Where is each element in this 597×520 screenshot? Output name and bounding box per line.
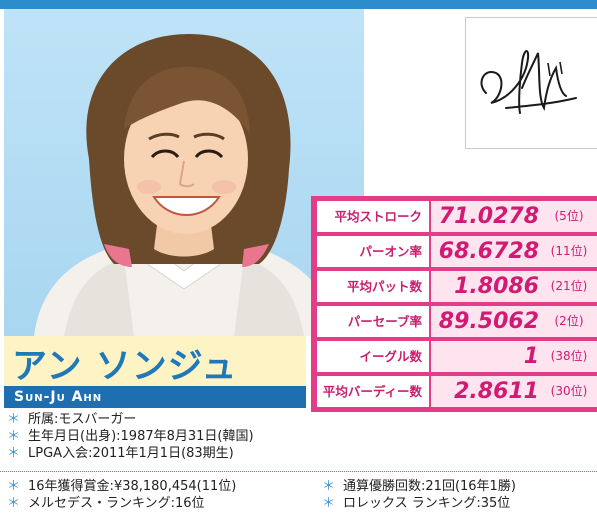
- info-text: 生年月日(出身):1987年8月31日(韓国): [28, 429, 254, 444]
- player-name-english-bar: Sun-Ju Ahn: [4, 386, 306, 408]
- stat-value-area: 89.5062 (2位): [431, 306, 597, 337]
- info-text: LPGA入会:2011年1月1日(83期生): [28, 446, 234, 461]
- info-birth: ＊ 生年月日(出身):1987年8月31日(韓国): [7, 428, 254, 445]
- stat-value: 2.8611: [454, 379, 539, 404]
- info-text: ロレックス ランキング:35位: [343, 496, 511, 511]
- player-name-english: Sun-Ju Ahn: [14, 389, 103, 405]
- stat-value: 1: [523, 344, 539, 369]
- player-photo: [4, 9, 364, 336]
- asterisk-icon: ＊: [322, 479, 336, 494]
- stat-row: パーオン率 68.6728 (11位): [317, 236, 597, 267]
- stat-value: 71.0278: [438, 204, 539, 229]
- stat-value-area: 1.8086 (21位): [431, 271, 597, 302]
- info-text: 所属:モスバーガー: [28, 412, 137, 427]
- asterisk-icon: ＊: [7, 479, 21, 494]
- info-text: メルセデス・ランキング:16位: [28, 496, 205, 511]
- player-name-japanese: アン ソンジュ: [12, 347, 238, 387]
- stat-row: イーグル数 1 (38位): [317, 341, 597, 372]
- stat-rank: (38位): [550, 349, 588, 363]
- info-lpga: ＊ LPGA入会:2011年1月1日(83期生): [7, 445, 234, 462]
- stat-label: イーグル数: [317, 341, 429, 372]
- stat-rank: (11位): [550, 244, 588, 258]
- stat-value-area: 68.6728 (11位): [431, 236, 597, 267]
- stat-value-area: 71.0278 (5位): [431, 201, 597, 232]
- asterisk-icon: ＊: [322, 496, 336, 511]
- stat-row: 平均パット数 1.8086 (21位): [317, 271, 597, 302]
- stat-row: 平均ストローク 71.0278 (5位): [317, 201, 597, 232]
- asterisk-icon: ＊: [7, 412, 21, 427]
- info-prize: ＊ 16年獲得賞金:¥38,180,454(11位): [7, 478, 236, 495]
- top-accent-bar: [0, 0, 597, 9]
- stat-label: 平均パット数: [317, 271, 429, 302]
- asterisk-icon: ＊: [7, 446, 21, 461]
- info-rolex: ＊ ロレックス ランキング:35位: [322, 495, 510, 512]
- stat-row: パーセーブ率 89.5062 (2位): [317, 306, 597, 337]
- stat-label: 平均ストローク: [317, 201, 429, 232]
- info-wins: ＊ 通算優勝回数:21回(16年1勝): [322, 478, 516, 495]
- stat-rank: (5位): [554, 209, 584, 223]
- stat-value: 68.6728: [438, 239, 539, 264]
- stat-label: パーセーブ率: [317, 306, 429, 337]
- stat-label: パーオン率: [317, 236, 429, 267]
- stat-value-area: 2.8611 (30位): [431, 376, 597, 407]
- stat-rank: (30位): [550, 384, 588, 398]
- asterisk-icon: ＊: [7, 496, 21, 511]
- player-name-box: アン ソンジュ: [4, 336, 306, 387]
- stats-panel: 平均ストローク 71.0278 (5位) パーオン率 68.6728 (11位)…: [311, 196, 597, 412]
- stat-row: 平均バーディー数 2.8611 (30位): [317, 376, 597, 407]
- info-affiliation: ＊ 所属:モスバーガー: [7, 411, 136, 428]
- autograph-signature: [465, 17, 597, 149]
- stat-value: 1.8086: [454, 274, 539, 299]
- dotted-divider: [0, 471, 597, 472]
- asterisk-icon: ＊: [7, 429, 21, 444]
- stat-value: 89.5062: [438, 309, 539, 334]
- stat-rank: (2位): [554, 314, 584, 328]
- info-mercedes: ＊ メルセデス・ランキング:16位: [7, 495, 205, 512]
- info-text: 通算優勝回数:21回(16年1勝): [343, 479, 516, 494]
- stat-rank: (21位): [550, 279, 588, 293]
- stat-value-area: 1 (38位): [431, 341, 597, 372]
- stat-label: 平均バーディー数: [317, 376, 429, 407]
- info-text: 16年獲得賞金:¥38,180,454(11位): [28, 479, 237, 494]
